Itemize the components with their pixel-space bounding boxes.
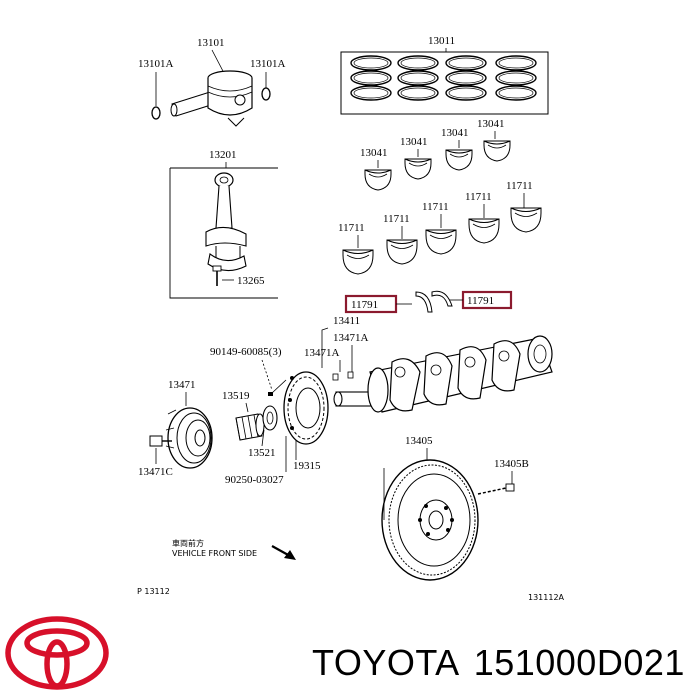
label-11791-left: 11791 [351, 299, 378, 311]
label-13201: 13201 [209, 149, 237, 161]
label-90250-03027: 90250-03027 [225, 474, 284, 486]
rod-bearing-1 [364, 169, 392, 191]
thrust-washer-1 [415, 291, 433, 313]
crank-key-2 [347, 371, 354, 379]
brand-name: TOYOTA [312, 642, 460, 683]
snap-ring-right [261, 87, 271, 101]
pulley-bolt [149, 435, 172, 447]
piston-group: 13101 13101A 13101A [138, 37, 286, 127]
label-13011: 13011 [428, 35, 455, 47]
page-reference: P 13112 [137, 587, 170, 596]
label-11791-right: 11791 [467, 295, 494, 307]
front-note-jp: 車両前方 [172, 538, 204, 548]
front-arrow-icon [271, 545, 296, 560]
label-13101a-left: 13101A [138, 58, 174, 70]
thrust-washer-2 [431, 290, 453, 307]
label-11711-c: 11711 [422, 201, 449, 213]
crankshaft-pulley [165, 407, 213, 469]
rod-bolt [212, 265, 222, 286]
ring-set-4 [495, 55, 537, 101]
crank-sprocket [235, 413, 265, 441]
flywheel [381, 459, 479, 581]
timing-plate [283, 371, 329, 445]
connecting-rod [205, 172, 247, 272]
rod-bearing-2 [404, 158, 432, 180]
rod-bearings: 13041 13041 13041 13041 [360, 118, 511, 191]
flywheel-group: 13405 13405B [381, 435, 529, 581]
label-11711-e: 11711 [506, 180, 533, 192]
label-19315: 19315 [293, 460, 321, 472]
vehicle-front-note: 車両前方 VEHICLE FRONT SIDE [172, 538, 296, 560]
label-13041-b: 13041 [400, 136, 428, 148]
main-bearings: 11711 11711 11711 11711 11711 [338, 180, 542, 275]
part-number: 151000D021 [473, 642, 685, 683]
label-11711-d: 11711 [465, 191, 492, 203]
label-13471a-b: 13471A [304, 347, 340, 359]
label-13101: 13101 [197, 37, 225, 49]
label-13405: 13405 [405, 435, 433, 447]
toyota-logo-icon [5, 616, 109, 690]
label-13041-c: 13041 [441, 127, 469, 139]
main-bearing-4 [468, 218, 500, 244]
label-13041-d: 13041 [477, 118, 505, 130]
connecting-rod-group: 13201 13265 [169, 149, 278, 299]
snap-ring-left [151, 106, 161, 120]
label-13471: 13471 [168, 379, 196, 391]
label-13411: 13411 [333, 315, 360, 327]
label-13521: 13521 [248, 447, 276, 459]
label-13405b: 13405B [494, 458, 529, 470]
ring-set-3 [445, 55, 487, 101]
ring-set-2 [397, 55, 439, 101]
main-bearing-1 [342, 249, 374, 275]
main-bearing-2 [386, 239, 418, 265]
thrust-washers: 11791 11791 [344, 290, 513, 314]
pulley-group: 90149-60085(3) 13471 13519 13471C [138, 346, 329, 486]
main-bearing-5 [510, 207, 542, 233]
piston-ring-box: 13011 [340, 35, 549, 115]
ring-set-1 [350, 55, 392, 101]
label-13471a-a: 13471A [333, 332, 369, 344]
piston [207, 70, 253, 127]
rod-bearing-4 [483, 140, 511, 162]
label-11711-a: 11711 [338, 222, 365, 234]
label-13101a-right: 13101A [250, 58, 286, 70]
main-bearing-3 [425, 229, 457, 255]
rod-bearing-3 [445, 149, 473, 171]
label-13471c: 13471C [138, 466, 173, 478]
ring-set-frame [340, 51, 549, 115]
footer-part-info: TOYOTA 151000D021 [312, 640, 692, 686]
label-11711-b: 11711 [383, 213, 410, 225]
flywheel-bolt [477, 483, 515, 495]
label-13265: 13265 [237, 275, 265, 287]
key-labels: 13411 13471A 13471A [304, 315, 369, 381]
label-90149-60085: 90149-60085(3) [210, 346, 282, 358]
figure-reference: 131112A [528, 593, 565, 602]
crankshaft [333, 335, 553, 413]
label-13041-a: 13041 [360, 147, 388, 159]
label-13519: 13519 [222, 390, 250, 402]
crank-key-1 [332, 373, 339, 381]
front-note-en: VEHICLE FRONT SIDE [172, 549, 257, 558]
